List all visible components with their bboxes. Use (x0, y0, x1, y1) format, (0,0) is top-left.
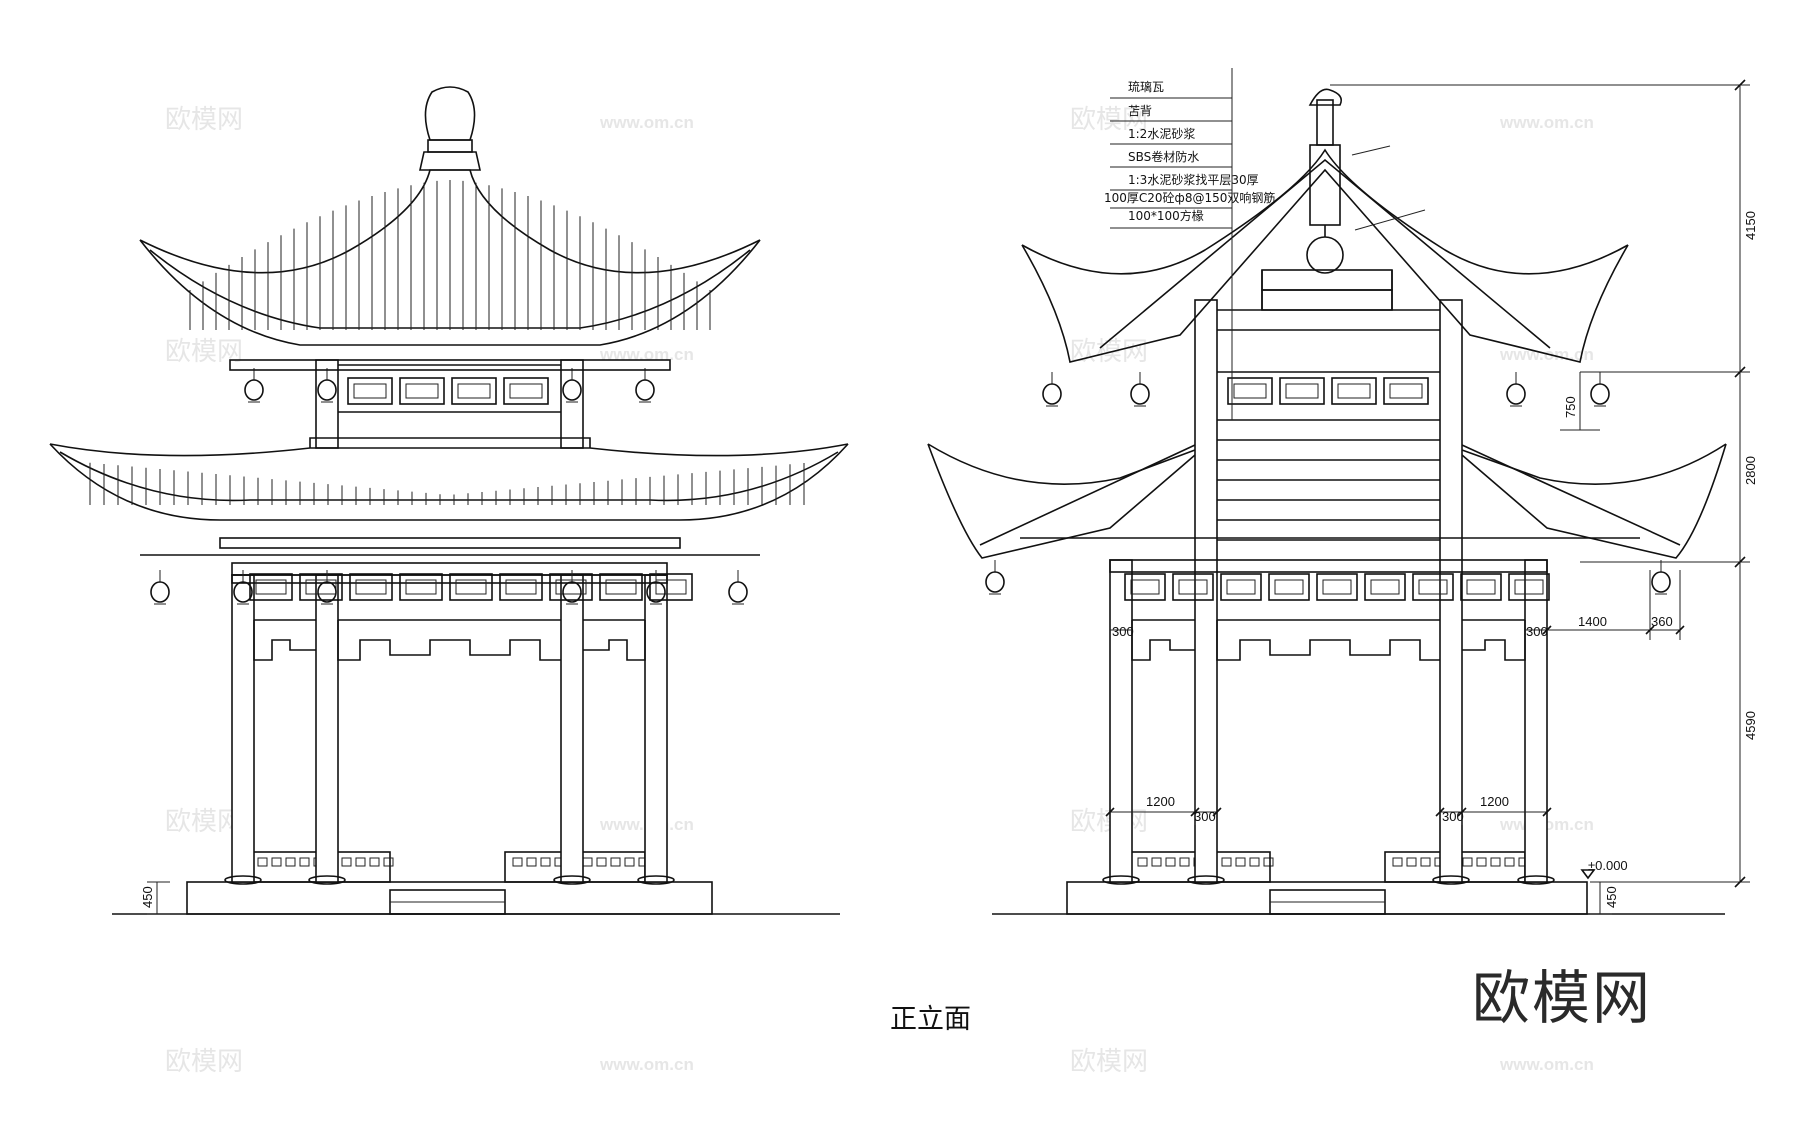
dim-4150: 4150 (1743, 211, 1758, 240)
dim-300-left-bay: 300 (1194, 809, 1216, 824)
roof-layer-spec (1110, 68, 1426, 420)
left-upper-body (315, 359, 584, 449)
right-section (147, 68, 1750, 915)
left-lower-frieze (231, 562, 693, 601)
dim-360: 360 (1651, 614, 1673, 629)
watermark-text: 欧模网 (165, 105, 243, 135)
watermark-layer: 欧模网 www.om.cn 欧模网 www.om.cn 欧模网 www.om.cn 欧模网 w… (165, 105, 1594, 1077)
dim-1400: 1400 (1578, 614, 1607, 629)
watermark-text: www.om.cn (599, 113, 694, 132)
left-roof-finial (419, 86, 481, 171)
dim-1200-left: 1200 (1146, 794, 1175, 809)
watermark-text: www.om.cn (1499, 113, 1594, 132)
right-dimension-lines (147, 79, 1750, 915)
right-lanterns (985, 372, 1671, 595)
watermark-text: 欧模网 (1070, 1047, 1148, 1077)
right-lower-roof-section (927, 443, 1727, 559)
dim-2800: 2800 (1743, 456, 1758, 485)
drawing-caption: 正立面 (890, 1004, 971, 1035)
brand-logo-text: 欧模网 (1472, 964, 1652, 1032)
right-columns (1102, 299, 1555, 885)
layer-label-5: 1:3水泥砂浆找平层30厚 (1128, 172, 1259, 187)
right-roof-finial (1306, 88, 1344, 274)
left-elevation (49, 86, 1529, 915)
layer-label-6: 100厚C20砼ф8@150双响钢筋 (1104, 190, 1275, 205)
right-inner-boards (1217, 269, 1440, 541)
right-lower-frieze (1109, 559, 1550, 601)
dim-450-left: 450 (140, 886, 155, 908)
left-upper-roof (139, 169, 761, 371)
left-platform (186, 881, 713, 915)
left-bench-rails (249, 851, 1529, 883)
left-lower-lanterns (150, 570, 748, 605)
layer-label-1: 琉璃瓦 (1128, 80, 1164, 94)
left-upper-lanterns (244, 368, 655, 403)
left-lower-roof (49, 437, 849, 556)
layer-spec-labels: 琉璃瓦 苫背 1:2水泥砂浆 SBS卷材防水 1:3水泥砂浆找平层30厚 100… (1104, 80, 1275, 223)
layer-label-7: 100*100方椽 (1128, 208, 1204, 223)
layer-label-4: SBS卷材防水 (1128, 149, 1199, 164)
dim-4590: 4590 (1743, 711, 1758, 740)
watermark-text: 欧模网 (1070, 105, 1148, 135)
dim-300-left-top: 300 (1112, 624, 1134, 639)
left-fretwork-lattice (253, 619, 646, 661)
dim-1200-right: 1200 (1480, 794, 1509, 809)
watermark-text: www.om.cn (599, 1055, 694, 1074)
watermark-text: 欧模网 (165, 337, 243, 367)
right-fretwork-lattice (1131, 619, 1526, 661)
layer-label-3: 1:2水泥砂浆 (1128, 126, 1195, 141)
level-mark: ±0.000 (1588, 858, 1628, 873)
watermark-text: 欧模网 (165, 807, 243, 837)
layer-label-2: 苫背 (1128, 104, 1152, 118)
left-columns (224, 574, 675, 885)
dim-750: 750 (1563, 396, 1578, 418)
dim-300-right-bay: 300 (1442, 809, 1464, 824)
right-upper-roof-section (1021, 148, 1629, 363)
watermark-text: www.om.cn (1499, 1055, 1594, 1074)
dim-300-right-top: 300 (1526, 624, 1548, 639)
dimension-labels: 4150 2800 4590 750 1400 360 300 300 1200… (140, 211, 1758, 908)
dim-450-right: 450 (1604, 886, 1619, 908)
watermark-text: www.om.cn (599, 345, 694, 364)
right-platform (1066, 881, 1588, 915)
watermark-text: 欧模网 (165, 1047, 243, 1077)
